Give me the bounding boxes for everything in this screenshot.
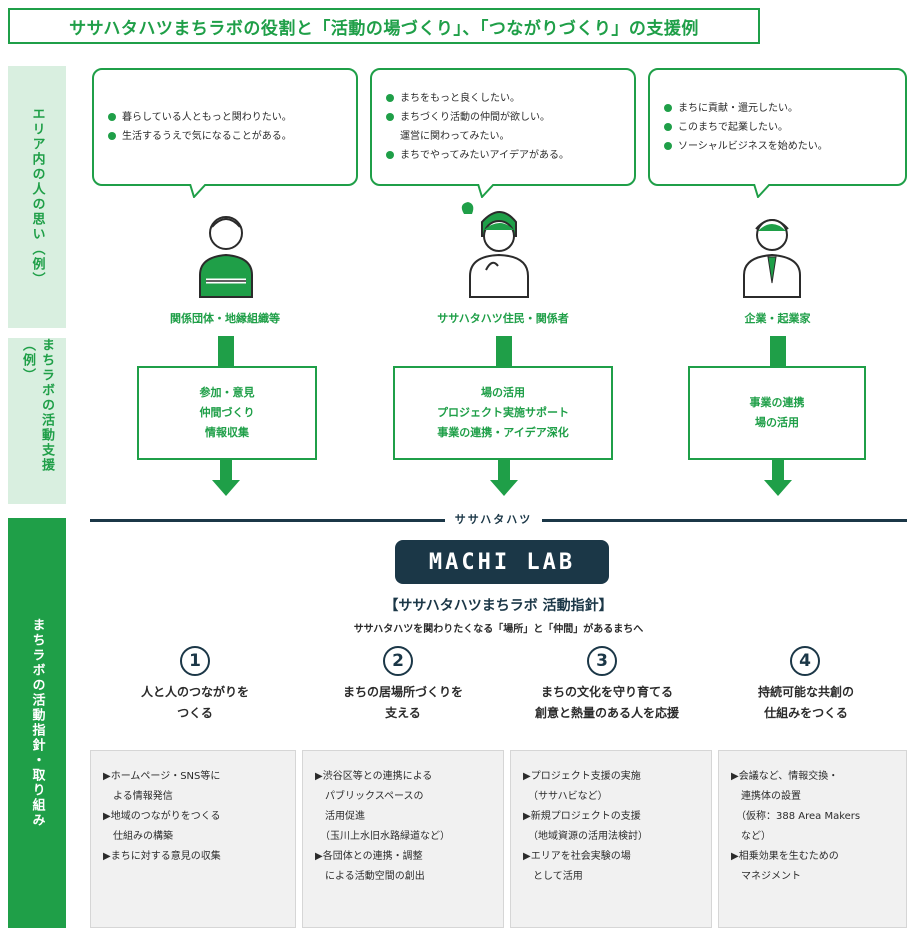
- thought-bubble-2: まちをもっと良くしたい。 まちづくり活動の仲間が欲しい。 運営に関わってみたい。…: [370, 68, 636, 186]
- support-line: 情報収集: [205, 426, 249, 439]
- business-person-icon: [743, 219, 801, 298]
- machi-lab-logo: MACHI LAB: [395, 540, 609, 584]
- sidebar-thoughts: エリア内の人の思い（例）: [8, 66, 66, 328]
- pillar-title: 持続可能な共創の 仕組みをつくる: [705, 682, 907, 724]
- pillar-item: による活動空間の創出: [315, 871, 425, 882]
- pillar-box-4: ▶会議など、情報交換・ 連携体の設置 （仮称：388 Area Makers な…: [718, 750, 907, 928]
- resident-person-icon: [461, 202, 529, 298]
- arrow-shaft: [498, 460, 510, 482]
- sidebar-policy: まちラボの活動指針・取り組み: [8, 518, 66, 928]
- pillar-title-line: まちの文化を守り育てる: [540, 685, 673, 699]
- number-2-icon: 2: [383, 646, 413, 676]
- support-line: 場の活用: [755, 416, 799, 429]
- pillar-item: 連携体の設置: [731, 791, 801, 802]
- pillar-item: ▶新規プロジェクトの支援: [523, 811, 641, 822]
- support-box-1: 参加・意見 仲間づくり 情報収集: [137, 366, 317, 460]
- policy-title: 【ササハタハツまちラボ 活動指針】: [384, 598, 613, 614]
- pillar-item: など）: [731, 831, 771, 842]
- bubble-line: 生活するうえで気になることがある。: [108, 127, 342, 146]
- thought-bubble-3: まちに貢献・還元したい。 このまちで起業したい。 ソーシャルビジネスを始めたい。: [648, 68, 907, 186]
- arrow-shaft: [772, 460, 784, 482]
- pillar-item: 活用促進: [315, 811, 365, 822]
- pillar-box-2: ▶渋谷区等との連携による パブリックスペースの 活用促進 （玉川上水旧水路緑道な…: [302, 750, 504, 928]
- bubble-line: まちづくり活動の仲間が欲しい。: [386, 108, 620, 127]
- pillar-title-line: 仕組みをつくる: [764, 706, 848, 720]
- bubble-line: まちをもっと良くしたい。: [386, 89, 620, 108]
- pillar-item: ▶エリアを社会実験の場: [523, 851, 631, 862]
- support-line: プロジェクト実施サポート: [437, 406, 569, 419]
- pillar-item: （ササハビなど）: [523, 791, 608, 802]
- elderly-person-icon: [199, 216, 253, 298]
- bubble-line: 暮らしている人ともっと関わりたい。: [108, 108, 342, 127]
- bubble-line: ソーシャルビジネスを始めたい。: [664, 137, 891, 156]
- brand-name-wrap: ササハタハツ: [0, 511, 907, 527]
- arrow-down-icon: [764, 480, 792, 496]
- pillar-item: よる情報発信: [103, 791, 173, 802]
- brand-name: ササハタハツ: [444, 511, 543, 527]
- sidebar-support: まちラボの活動支援（例）: [8, 338, 66, 504]
- pillar-title-line: 支える: [385, 706, 421, 720]
- support-box-3: 事業の連携 場の活用: [688, 366, 866, 460]
- support-line: 仲間づくり: [199, 406, 255, 419]
- connector-bar: [770, 336, 786, 366]
- bubble-line: まちでやってみたいアイデアがある。: [386, 146, 620, 165]
- pillar-item: ▶プロジェクト支援の実施: [523, 771, 641, 782]
- pillar-item: ▶渋谷区等との連携による: [315, 771, 433, 782]
- connector-bar: [218, 336, 234, 366]
- support-line: 場の活用: [481, 386, 525, 399]
- connector-bar: [496, 336, 512, 366]
- arrow-down-icon: [490, 480, 518, 496]
- pillar-box-1: ▶ホームページ・SNS等に よる情報発信 ▶地域のつながりをつくる 仕組みの構築…: [90, 750, 296, 928]
- pillar-item: ▶相乗効果を生むための: [731, 851, 839, 862]
- pillar-title: まちの文化を守り育てる 創意と熱量のある人を応援: [502, 682, 712, 724]
- pillar-item: パブリックスペースの: [315, 791, 424, 802]
- number-1-icon: 1: [180, 646, 210, 676]
- pillar-title-line: 人と人のつながりを: [140, 685, 249, 699]
- bubble-line: まちに貢献・還元したい。: [664, 99, 891, 118]
- pillar-title-line: 創意と熱量のある人を応援: [534, 706, 679, 720]
- number-4-icon: 4: [790, 646, 820, 676]
- pillar-item: 仕組みの構築: [103, 831, 173, 842]
- pillar-title-line: つくる: [177, 706, 213, 720]
- support-line: 参加・意見: [199, 386, 255, 399]
- support-line: 事業の連携・アイデア深化: [437, 426, 569, 439]
- arrow-shaft: [220, 460, 232, 482]
- pillar-title: 人と人のつながりを つくる: [90, 682, 300, 724]
- thought-bubble-1: 暮らしている人ともっと関わりたい。 生活するうえで気になることがある。: [92, 68, 358, 186]
- number-3-icon: 3: [587, 646, 617, 676]
- support-line: 事業の連携: [749, 396, 805, 409]
- pillar-item: ▶会議など、情報交換・: [731, 771, 839, 782]
- pillar-box-3: ▶プロジェクト支援の実施 （ササハビなど） ▶新規プロジェクトの支援 （地域資源…: [510, 750, 712, 928]
- pillar-title-line: まちの居場所づくりを: [342, 685, 463, 699]
- pillar-title-line: 持続可能な共創の: [757, 685, 854, 699]
- arrow-down-icon: [212, 480, 240, 496]
- pillar-item: ▶まちに対する意見の収集: [103, 851, 221, 862]
- bubble-line: 運営に関わってみたい。: [400, 131, 510, 142]
- actor-label-residents: ササハタハツ住民・関係者: [437, 312, 569, 325]
- pillar-item: ▶地域のつながりをつくる: [103, 811, 221, 822]
- pillar-title: まちの居場所づくりを 支える: [298, 682, 508, 724]
- pillar-item: （仮称：388 Area Makers: [731, 811, 861, 822]
- actor-label-organizations: 関係団体・地縁組織等: [170, 312, 280, 325]
- bubble-tail-icon: [189, 184, 207, 198]
- pillar-item: マネジメント: [731, 871, 801, 882]
- pillar-item: として活用: [523, 871, 583, 882]
- support-box-2: 場の活用 プロジェクト実施サポート 事業の連携・アイデア深化: [393, 366, 613, 460]
- actor-label-companies: 企業・起業家: [744, 312, 811, 325]
- pillar-item: ▶各団体との連携・調整: [315, 851, 423, 862]
- bubble-line: このまちで起業したい。: [664, 118, 891, 137]
- bubble-tail-icon: [477, 184, 495, 198]
- pillar-item: （地域資源の活用法検討）: [523, 831, 648, 842]
- pillar-item: ▶ホームページ・SNS等に: [103, 771, 221, 782]
- pillar-item: （玉川上水旧水路緑道など）: [315, 831, 450, 842]
- policy-subtitle: ササハタハツを関わりたくなる「場所」と「仲間」があるまちへ: [353, 624, 644, 635]
- bubble-tail-icon: [753, 184, 771, 198]
- page-title: ササハタハツまちラボの役割と「活動の場づくり」、「つながりづくり」の支援例: [8, 8, 760, 44]
